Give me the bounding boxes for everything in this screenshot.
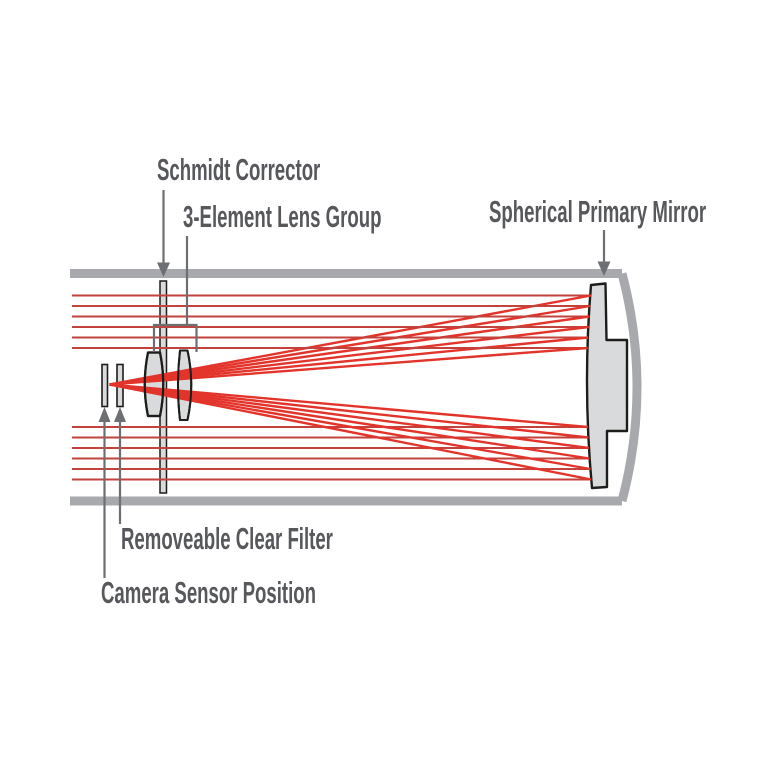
lens-element-2-outline [177,349,193,421]
camera-sensor-arrow-icon [98,407,111,422]
primary-mirror [585,282,629,490]
schmidt-corrector-arrow-icon [157,262,170,277]
lens-element-1 [143,351,165,418]
camera-sensor-label: Camera Sensor Position [101,575,317,610]
lens-element-1-outline [143,351,165,418]
lens-group-label: 3-Element Lens Group [183,199,382,234]
tube-end-cap [617,272,642,503]
reflected-light-ray [109,383,590,460]
reflected-light-ray [109,294,592,386]
primary-mirror-arrow-icon [597,261,611,276]
reflected-light-ray [109,383,591,471]
reflected-light-ray [109,383,592,481]
primary-mirror-label: Spherical Primary Mirror [489,194,707,229]
ray-layer [72,294,592,481]
reflected-light-ray [109,346,588,386]
schmidt-corrector-label: Schmidt Corrector [157,152,321,187]
reflected-light-ray [109,336,589,386]
reflected-light-ray [109,383,588,429]
clear-filter-label: Removeable Clear Filter [121,521,333,556]
reflected-light-ray [109,383,589,439]
lens-group-bracket [152,323,198,352]
annotation-layer [98,190,611,578]
clear-filter-arrow-icon [114,407,126,422]
reflected-light-ray [109,383,590,450]
reflected-light-ray [109,304,591,386]
camera-sensor [101,363,109,408]
